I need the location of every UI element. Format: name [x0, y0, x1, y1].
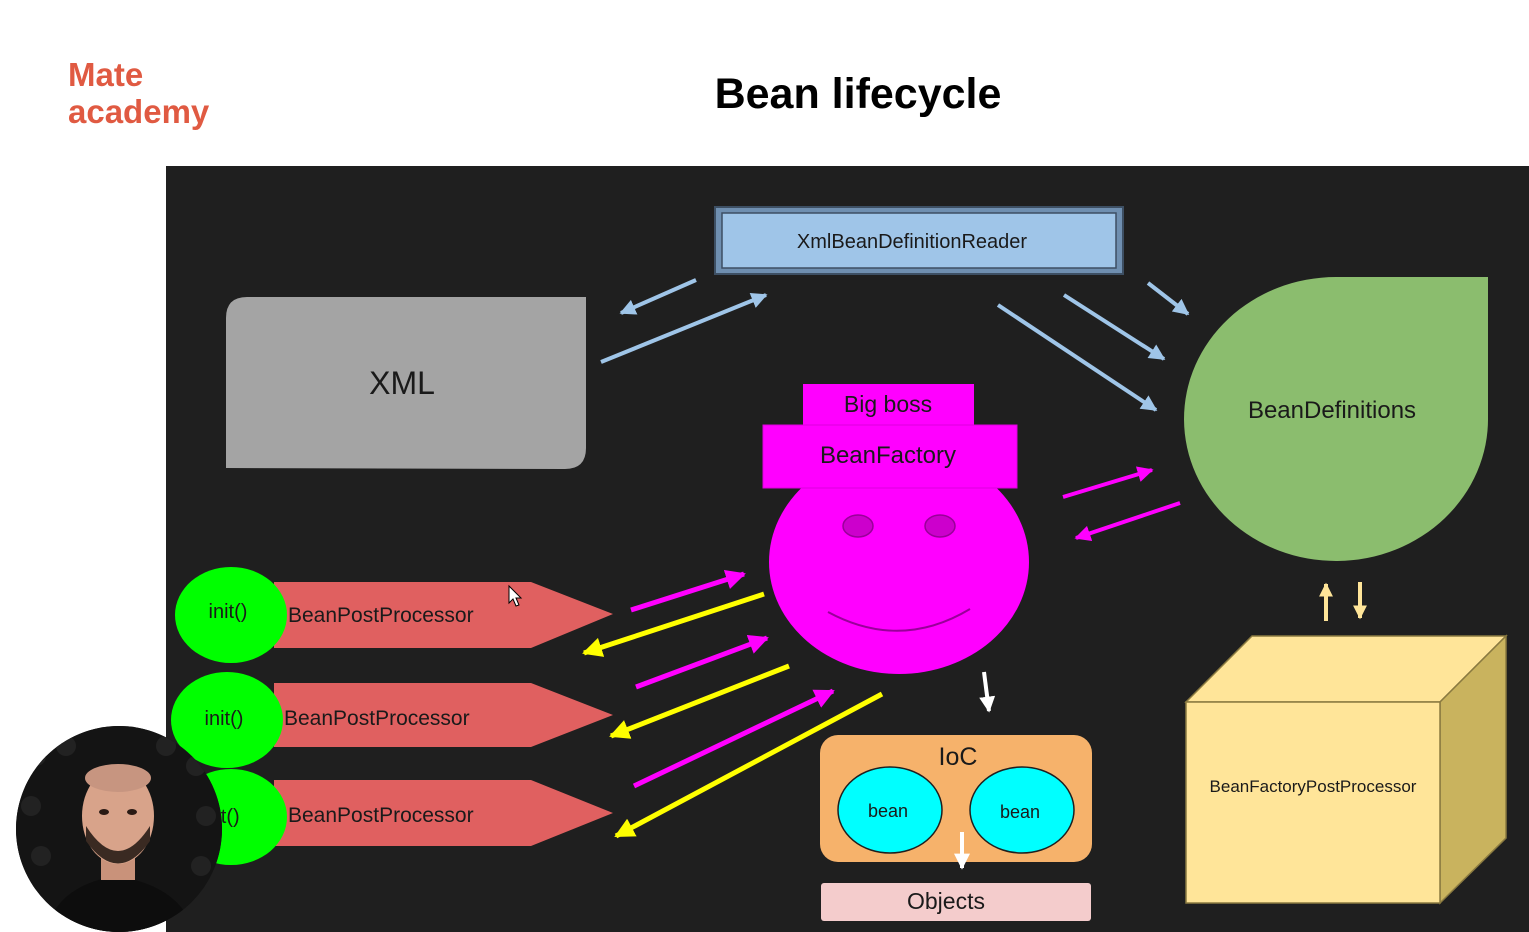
xml-label: XML [369, 365, 435, 401]
hat-top-label: Big boss [844, 391, 932, 417]
processor-arrows [582, 569, 884, 839]
post-processor-row-3: BeanPostProcessor it() [175, 769, 613, 865]
big-boss-hat: Big boss BeanFactory [762, 384, 1018, 489]
post-processor-row-1: BeanPostProcessor init() [175, 567, 613, 663]
bean-right-label: bean [1000, 802, 1040, 822]
page-title: Bean lifecycle [714, 70, 1002, 118]
blue-arrows [600, 278, 1190, 412]
processor-label-2: BeanPostProcessor [284, 707, 470, 730]
objects-label: Objects [907, 888, 985, 914]
arrow-reader-to-xml [619, 278, 697, 315]
arrow-reader-to-defs-2 [1062, 293, 1166, 361]
bean-definitions-shape: BeanDefinitions [1184, 277, 1489, 561]
cream-arrows [1319, 582, 1367, 621]
bean-right [969, 766, 1075, 854]
ioc-container: IoC bean bean [820, 735, 1092, 870]
mouse-cursor-icon [508, 584, 523, 607]
factory-post-processor-label: BeanFactoryPostProcessor [1210, 777, 1417, 796]
bean-left [837, 766, 943, 854]
brand-logo: Mate academy [68, 56, 209, 130]
logo-line-2: academy [68, 93, 210, 130]
reader-label: XmlBeanDefinitionReader [797, 231, 1027, 253]
processor-label-1: BeanPostProcessor [288, 604, 474, 627]
bean-definitions-label: BeanDefinitions [1248, 397, 1416, 424]
arrow-reader-to-defs-1 [1146, 281, 1190, 316]
logo-line-1: Mate [68, 56, 144, 93]
diagram-svg: XmlBeanDefinitionReader XML BeanDefiniti… [171, 206, 1508, 921]
post-processor-row-2: BeanPostProcessor init() [171, 672, 613, 768]
ioc-label: IoC [939, 743, 978, 771]
init-label-3: it() [216, 806, 239, 828]
arrow-face-to-ioc [979, 671, 996, 713]
right-eye [924, 514, 956, 538]
left-eye [842, 514, 874, 538]
arrow-reader-to-defs-3 [996, 303, 1158, 412]
arrow-xml-to-reader [600, 293, 768, 364]
xml-box: XML [226, 297, 586, 469]
processor-label-3: BeanPostProcessor [288, 804, 474, 827]
bean-factory-post-processor-cube: BeanFactoryPostProcessor [1184, 634, 1508, 905]
bean-factory-face [769, 450, 1029, 674]
magenta-arrows-definitions [1062, 466, 1181, 541]
smile [827, 608, 971, 632]
presenter-video [16, 726, 222, 932]
objects-box: Objects [821, 883, 1091, 921]
hat-band-label: BeanFactory [820, 442, 956, 469]
xml-bean-definition-reader-box: XmlBeanDefinitionReader [714, 206, 1124, 275]
init-label-2: init() [205, 708, 244, 730]
diagram-panel: XmlBeanDefinitionReader XML BeanDefiniti… [166, 166, 1529, 932]
bean-left-label: bean [868, 801, 908, 821]
presenter-avatar-icon [16, 726, 222, 932]
init-label-1: init() [209, 601, 248, 623]
